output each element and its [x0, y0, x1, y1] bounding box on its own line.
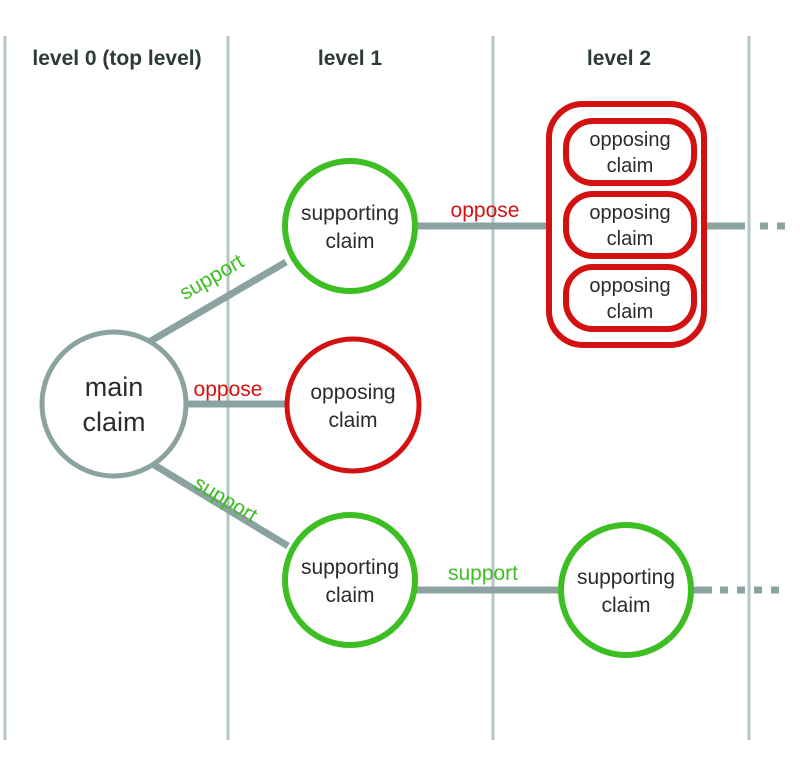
- edge-label-support-to-level2: support: [448, 562, 518, 585]
- level2-opposing-2-box[interactable]: [563, 191, 697, 259]
- level1-supporting-top-label-line1: supporting: [301, 202, 399, 225]
- edge-label-support-top: support: [176, 250, 248, 305]
- column-header-level1: level 1: [318, 47, 383, 70]
- level2-opposing-1-box[interactable]: [563, 118, 697, 186]
- level1-supporting-bottom-label-line1: supporting: [301, 556, 399, 579]
- level2-supporting-label-line1: supporting: [577, 566, 675, 589]
- level2-supporting-circle[interactable]: [558, 522, 694, 658]
- level1-opposing-middle-circle[interactable]: [284, 336, 422, 474]
- node-level1-supporting-bottom[interactable]: supporting claim: [282, 512, 418, 648]
- column-headers: level 0 (top level) level 1 level 2: [32, 47, 651, 70]
- group-item-level2-opposing-1[interactable]: opposing claim: [563, 118, 697, 186]
- level2-opposing-3-label-line2: claim: [607, 301, 654, 323]
- node-level2-supporting[interactable]: supporting claim: [558, 522, 694, 658]
- level1-opposing-middle-label-line2: claim: [328, 409, 377, 432]
- level2-opposing-3-box[interactable]: [563, 264, 697, 332]
- level1-supporting-top-label-line2: claim: [325, 230, 374, 253]
- level2-opposing-3-label-line1: opposing: [589, 275, 670, 297]
- group-item-level2-opposing-3[interactable]: opposing claim: [563, 264, 697, 332]
- column-header-level0: level 0 (top level): [32, 47, 201, 70]
- edge-label-oppose-to-group: oppose: [451, 199, 520, 222]
- main-claim-label-line2: claim: [82, 407, 145, 437]
- node-main-claim[interactable]: main claim: [39, 329, 189, 479]
- node-level1-supporting-top[interactable]: supporting claim: [282, 158, 418, 294]
- level1-supporting-top-circle[interactable]: [282, 158, 418, 294]
- group-item-level2-opposing-2[interactable]: opposing claim: [563, 191, 697, 259]
- edge-main-to-supporting-bottom[interactable]: [144, 457, 290, 549]
- node-level1-opposing-middle[interactable]: opposing claim: [284, 336, 422, 474]
- main-claim-label-line1: main: [85, 372, 144, 402]
- level2-opposing-1-label-line1: opposing: [589, 129, 670, 151]
- edge-main-to-supporting-top[interactable]: [147, 258, 288, 346]
- level2-opposing-2-label-line2: claim: [607, 228, 654, 250]
- level2-opposing-2-label-line1: opposing: [589, 202, 670, 224]
- level2-opposing-1-label-line2: claim: [607, 155, 654, 177]
- group-box-level2-opposing[interactable]: opposing claim opposing claim opposing c…: [546, 101, 707, 348]
- level1-opposing-middle-label-line1: opposing: [310, 381, 395, 404]
- edge-label-support-bottom: support: [189, 472, 261, 528]
- edges-layer: [144, 222, 785, 594]
- level1-supporting-bottom-circle[interactable]: [282, 512, 418, 648]
- column-dividers: [3, 36, 751, 740]
- edge-label-oppose-middle: oppose: [194, 378, 263, 401]
- main-claim-circle[interactable]: [39, 329, 189, 479]
- level2-supporting-label-line2: claim: [601, 594, 650, 617]
- level1-supporting-bottom-label-line2: claim: [325, 584, 374, 607]
- column-header-level2: level 2: [587, 47, 651, 70]
